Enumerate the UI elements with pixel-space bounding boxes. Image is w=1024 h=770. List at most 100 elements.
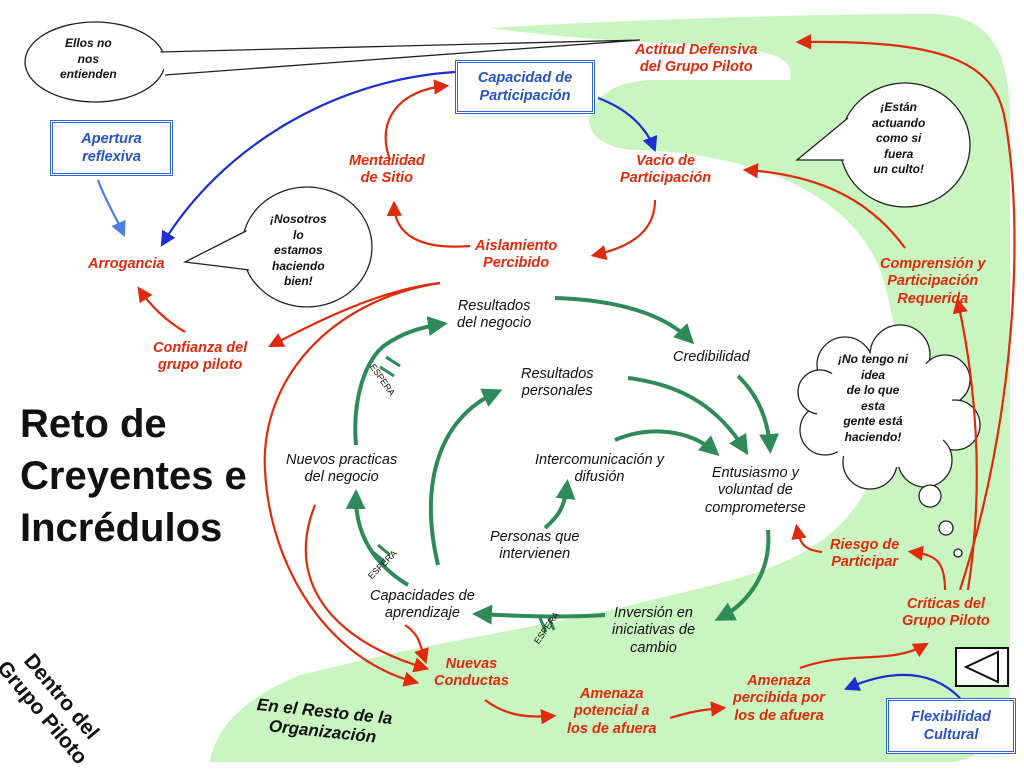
- node-line: intervienen: [499, 546, 571, 563]
- node-line: Nuevas: [445, 656, 498, 672]
- node-line: Nuevos practicas: [286, 452, 398, 468]
- node-line: Resultados: [521, 366, 594, 382]
- node-line: de Sitio: [360, 170, 414, 187]
- bubble-line: haciendo!: [844, 429, 902, 444]
- bubble-line: ¡Nosotros: [270, 212, 327, 226]
- arrogancia-node: Arrogancia: [88, 256, 165, 273]
- bubble-line: nos: [77, 51, 99, 66]
- node-line: Comprensión y: [880, 256, 986, 272]
- box-line: Participación: [479, 88, 571, 104]
- bubble-ellos-pointer: [159, 39, 641, 76]
- node-line: Personas que: [490, 529, 580, 545]
- node-line: Intercomunicación y: [535, 452, 664, 468]
- capacidad-box: Capacidad de Participación: [455, 60, 595, 114]
- bubble-nosotros-cover: [244, 189, 370, 305]
- node-line: Críticas del: [906, 596, 985, 612]
- node-line: los de afuera: [567, 720, 657, 737]
- box-line: Capacidad de: [477, 69, 573, 86]
- bubble-line: entienden: [60, 67, 117, 82]
- bubble-culto-pointer: [795, 117, 850, 161]
- bubble-line: un culto!: [873, 162, 924, 177]
- bubble-ellos-cover: [27, 24, 163, 100]
- node-line: Vacío de: [635, 153, 696, 169]
- node-line: Amenaza: [579, 686, 644, 702]
- delay-marks: [372, 355, 556, 633]
- credibilidad-node: Credibilidad: [673, 349, 750, 366]
- node-line: los de afuera: [734, 707, 824, 724]
- node-line: difusión: [574, 469, 625, 486]
- bubble-line: bien!: [284, 274, 313, 289]
- node-line: Aislamiento: [475, 238, 558, 254]
- node-line: Riesgo de: [830, 537, 900, 553]
- title-line: Reto de: [20, 402, 167, 446]
- bubble-line: fuera: [884, 146, 914, 161]
- bubble-line: ¡No tengo ni: [838, 352, 908, 366]
- node-line: Amenaza: [747, 673, 811, 689]
- box-line: Cultural: [923, 727, 979, 743]
- node-line: Percibido: [483, 255, 550, 272]
- node-line: del negocio: [304, 469, 379, 486]
- bubble-line: Ellos no: [65, 36, 112, 50]
- box-line: Apertura: [81, 130, 142, 147]
- green-loop-links: [345, 296, 779, 625]
- node-line: Mentalidad: [349, 153, 425, 169]
- thought-cloud: [797, 324, 981, 558]
- bubble-line: idea: [860, 367, 885, 382]
- bubble-line: haciendo: [271, 258, 325, 273]
- node-line: Inversión en: [614, 605, 693, 621]
- node-line: aprendizaje: [384, 605, 460, 622]
- node-line: Resultados: [457, 298, 531, 314]
- rest-of-organization-zone: [210, 14, 1010, 762]
- bubble-line: de lo que: [846, 383, 900, 398]
- node-line: Entusiasmo y: [711, 465, 799, 481]
- node-line: grupo piloto: [157, 357, 243, 374]
- box-line: reflexiva: [82, 149, 141, 165]
- node-line: Grupo Piloto: [902, 613, 990, 630]
- bubble-line: ¡Están: [880, 100, 918, 114]
- bubble-line: como si: [875, 131, 922, 146]
- bubble-culto-cover: [842, 85, 968, 205]
- node-line: Capacidades de: [370, 588, 475, 604]
- blue-links: [96, 70, 961, 699]
- title-line: Incrédulos: [20, 506, 223, 550]
- node-line: potencial a: [573, 703, 650, 720]
- bubble-line: lo: [293, 227, 304, 242]
- node-line: del Grupo Piloto: [639, 59, 753, 76]
- title-line: Creyentes e: [20, 454, 247, 498]
- node-line: iniciativas de: [612, 622, 696, 639]
- node-line: Requerida: [897, 290, 969, 307]
- node-line: Participación: [887, 273, 979, 290]
- diagram-title: Reto de Creyentes e Incrédulos: [20, 398, 247, 554]
- node-line: personales: [521, 383, 593, 400]
- node-line: Arrogancia: [88, 256, 165, 272]
- node-line: percibida por: [733, 690, 825, 707]
- apertura-box: Apertura reflexiva: [50, 120, 173, 176]
- node-line: voluntad de: [717, 482, 793, 499]
- bubble-nosotros-pointer: [182, 229, 251, 271]
- box-line: Flexibilidad: [911, 708, 991, 725]
- node-line: Credibilidad: [673, 349, 750, 365]
- node-line: Confianza del: [153, 340, 248, 356]
- node-line: Actitud Defensiva: [635, 42, 758, 58]
- node-line: cambio: [630, 639, 677, 656]
